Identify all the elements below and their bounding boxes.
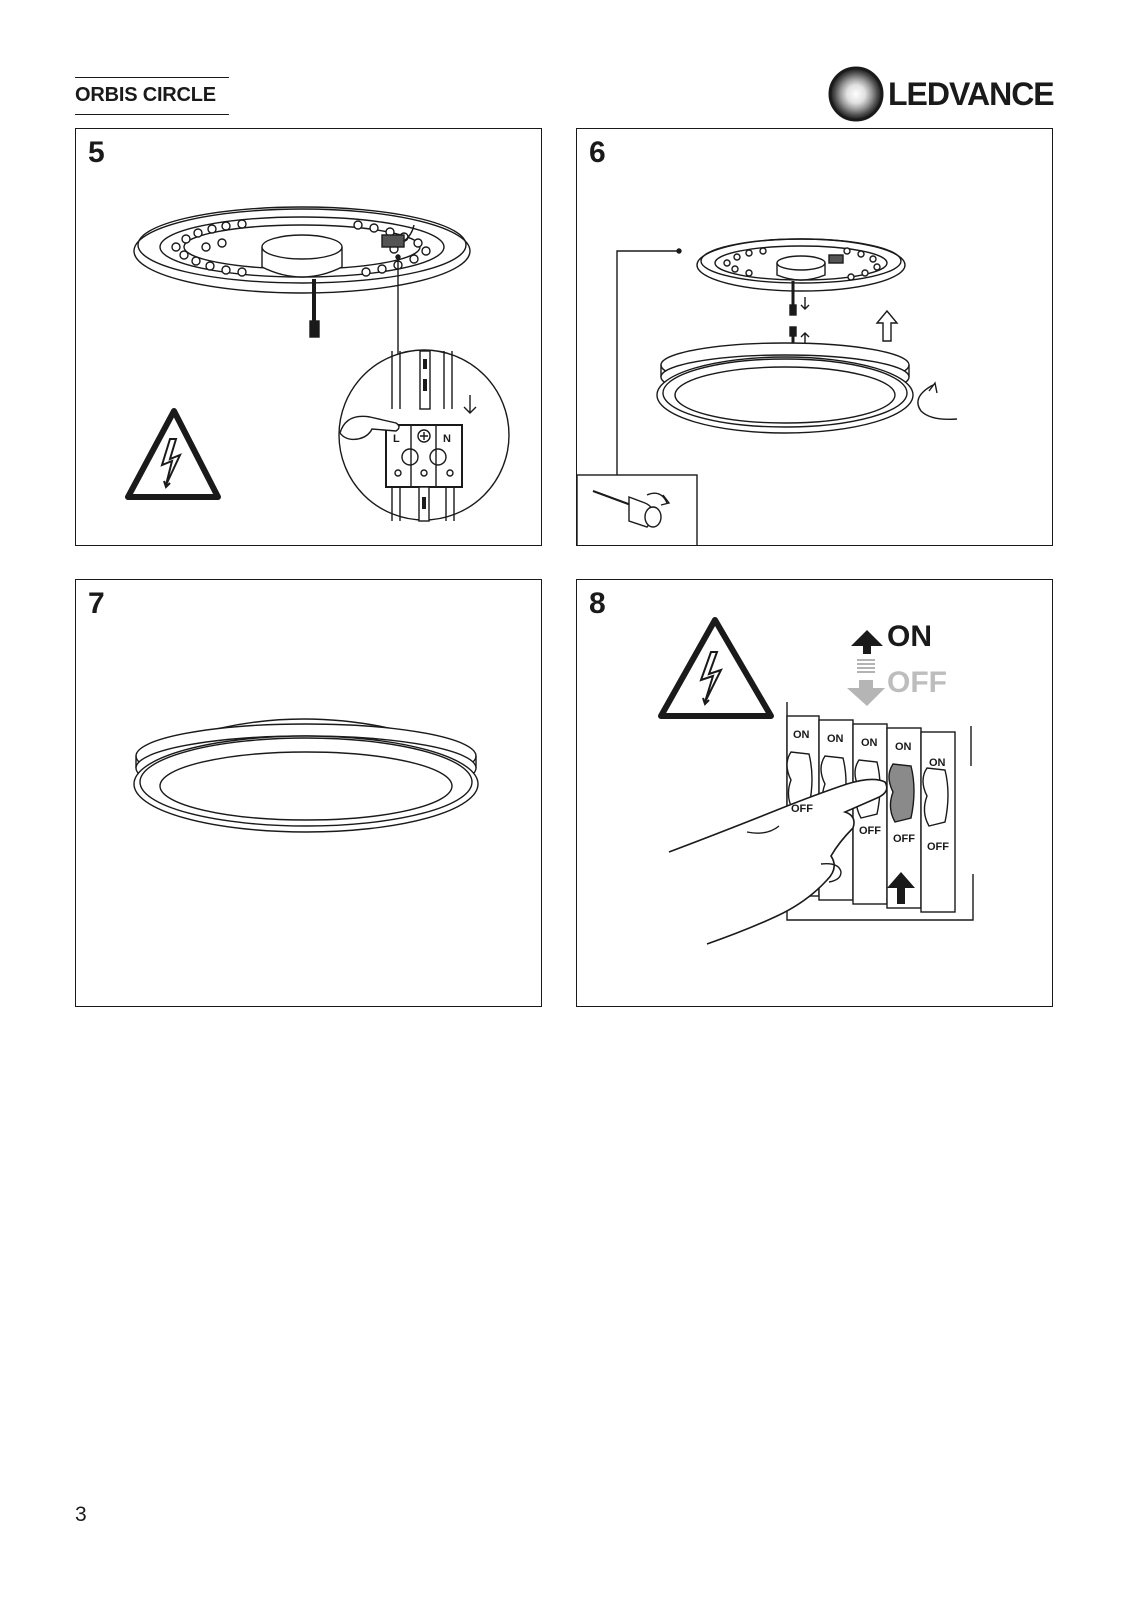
ledvance-logo-text: LEDVANCE bbox=[888, 76, 1055, 112]
step-8-number: 8 bbox=[589, 587, 606, 620]
step-6-illustration bbox=[577, 238, 958, 545]
step-6-number: 6 bbox=[589, 136, 606, 169]
off-label: OFF bbox=[887, 666, 947, 699]
document-title: ORBIS CIRCLE bbox=[75, 77, 229, 115]
switch-3-on: ON bbox=[861, 737, 878, 749]
switch-4-off: OFF bbox=[893, 833, 915, 845]
page-number: 3 bbox=[75, 1503, 87, 1526]
step-5-number: 5 bbox=[88, 136, 105, 169]
step-5-panel: 5 bbox=[75, 128, 542, 546]
switch-1-off: OFF bbox=[791, 803, 813, 815]
step-8-illustration: ON OFF ON ON ON ON ON OFF OFF OFF OFF bbox=[658, 617, 974, 945]
step-7-panel: 7 bbox=[75, 579, 542, 1007]
switch-1-on: ON bbox=[793, 729, 810, 741]
switch-4-on: ON bbox=[895, 741, 912, 753]
terminal-label-n: N bbox=[443, 433, 451, 445]
on-label: ON bbox=[887, 620, 932, 653]
ledvance-logo: LEDVANCE bbox=[828, 66, 1058, 122]
step-8-panel: 8 bbox=[576, 579, 1053, 1007]
switch-5-off: OFF bbox=[927, 841, 949, 853]
ledvance-logo-icon bbox=[828, 66, 884, 122]
switch-3-off: OFF bbox=[859, 825, 881, 837]
step-6-panel: 6 bbox=[576, 128, 1053, 546]
switch-5-on: ON bbox=[929, 757, 946, 769]
terminal-label-l: L bbox=[393, 433, 400, 445]
step-5-illustration: L N bbox=[125, 206, 510, 522]
step-7-number: 7 bbox=[88, 587, 105, 620]
step-7-illustration bbox=[133, 718, 479, 833]
switch-2-on: ON bbox=[827, 733, 844, 745]
